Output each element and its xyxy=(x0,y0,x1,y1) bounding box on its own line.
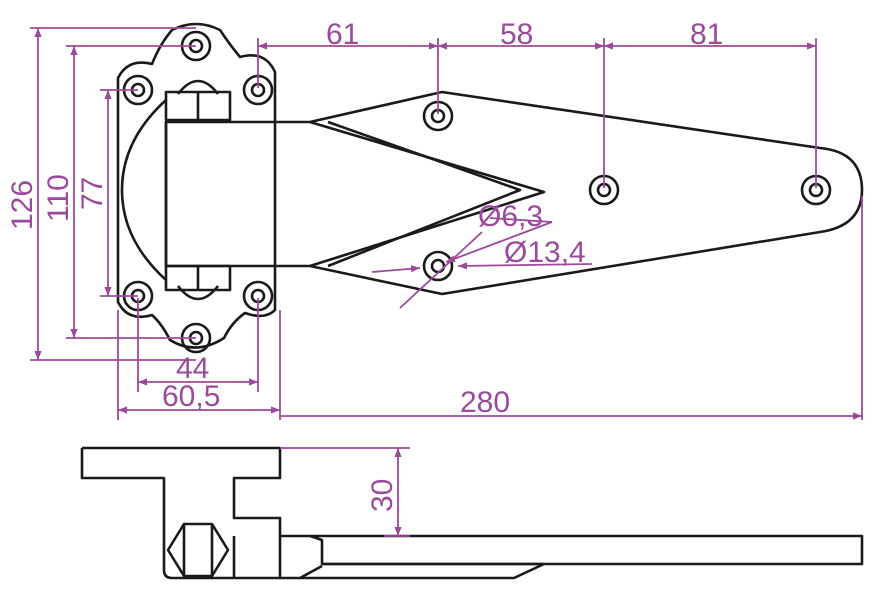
plate-curved-edge xyxy=(120,99,167,281)
dim-60-5: 60,5 xyxy=(162,380,220,413)
dim-hole-small: Ø6,3 xyxy=(478,200,543,233)
hinge-strap-outline xyxy=(164,90,864,296)
side-strap-taper xyxy=(300,562,546,580)
upper-boss xyxy=(176,79,220,95)
dim-44: 44 xyxy=(176,352,209,385)
dim-58: 58 xyxy=(500,18,533,51)
dimension-lines xyxy=(30,27,863,420)
dim-hole-large: Ø13,4 xyxy=(504,236,586,269)
dimension-labels: 61 58 81 126 110 77 44 60,5 280 Ø6,3 Ø13… xyxy=(6,18,723,419)
mounting-plate-outline xyxy=(116,22,277,349)
side-profile-outline xyxy=(80,446,864,580)
mounting-holes xyxy=(122,30,832,354)
hex-bolt-head xyxy=(166,522,230,578)
dim-110: 110 xyxy=(42,174,75,222)
dim-77: 77 xyxy=(76,177,109,210)
side-view xyxy=(80,446,864,580)
dim-81: 81 xyxy=(690,18,723,51)
dim-280: 280 xyxy=(460,386,510,419)
dim-126: 126 xyxy=(6,180,39,230)
dim-30: 30 xyxy=(366,479,399,512)
top-view xyxy=(116,22,864,354)
dim-61: 61 xyxy=(326,18,359,51)
side-dimension: 30 xyxy=(280,447,410,537)
